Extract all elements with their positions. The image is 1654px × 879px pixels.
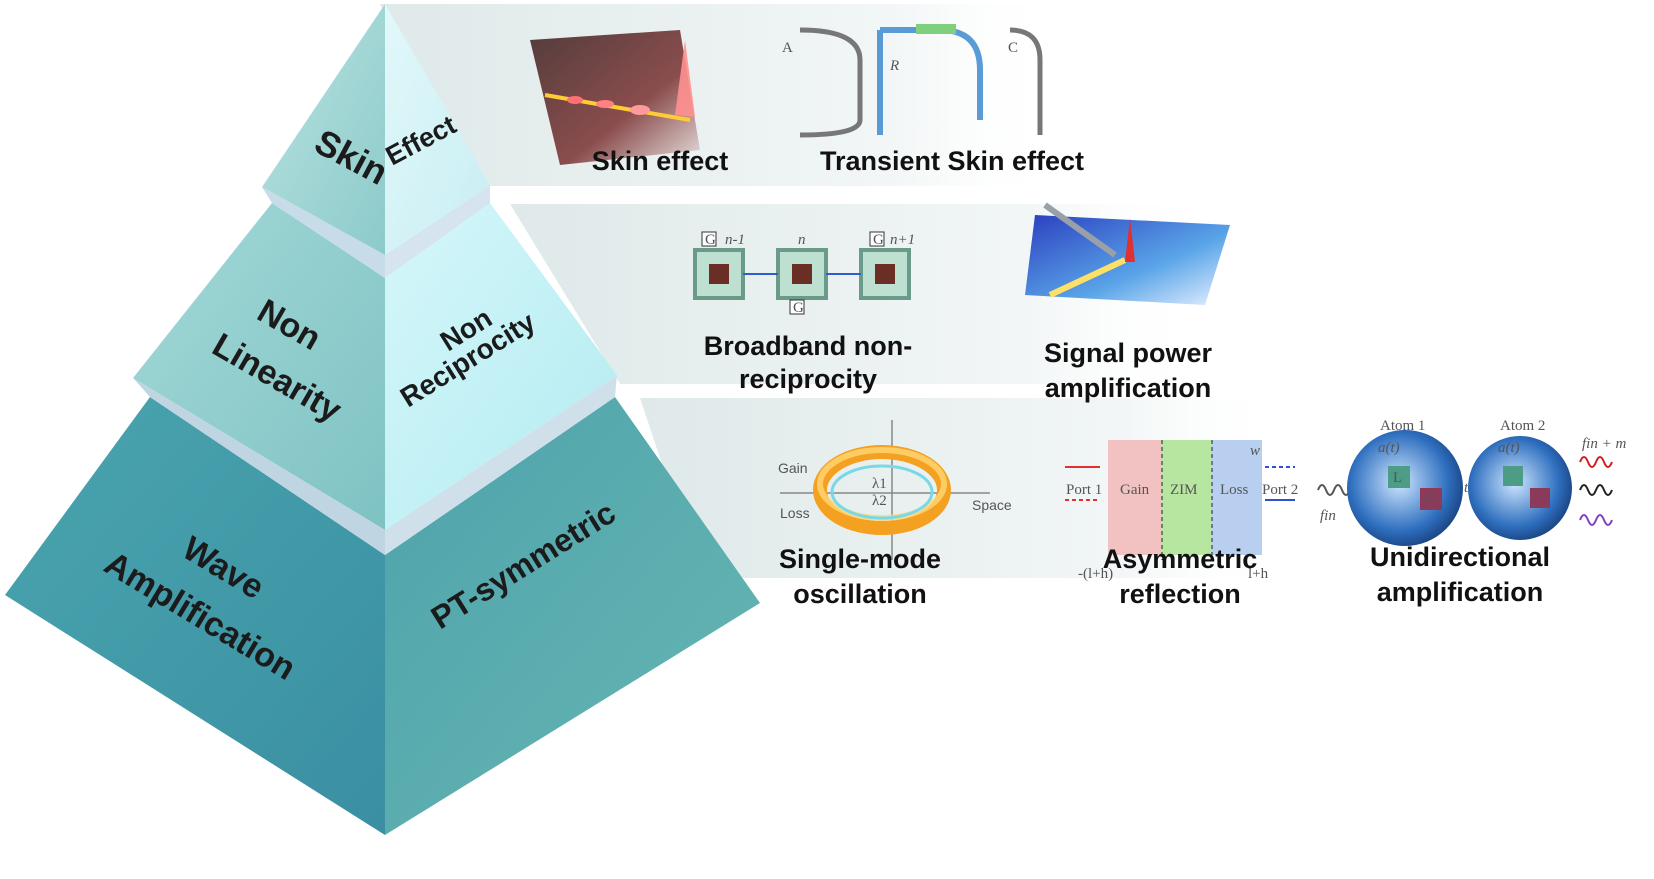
caption-unidirectional-1: Unidirectional (1370, 542, 1550, 572)
transient-skin-image: A C R (782, 24, 1043, 138)
atom-label-G: G (1425, 492, 1436, 508)
ring-label-l2: λ2 (872, 493, 887, 509)
slab-label-loss: Loss (1220, 482, 1249, 498)
pyramid-middle-tier (133, 203, 617, 530)
caption-broadband-1: Broadband non- (704, 331, 912, 361)
ring-label-gain: Gain (778, 460, 808, 476)
caption-single-mode-2: oscillation (793, 579, 927, 609)
caption-signal-1: Signal power (1044, 338, 1213, 368)
slab-label-port1: Port 1 (1066, 482, 1102, 498)
slab-label-right: l+h (1248, 566, 1269, 582)
ring-label-loss: Loss (780, 505, 810, 521)
caption-transient-skin: Transient Skin effect (820, 146, 1084, 176)
atom-label-fout: fin + m (1582, 436, 1626, 452)
pyramid-bottom-tier (5, 397, 760, 835)
pyramid-top-tier (262, 4, 490, 255)
band-middle (510, 204, 1200, 384)
slab-label-gain: Gain (1120, 482, 1150, 498)
circuit-label-n-minus: n-1 (725, 232, 745, 248)
caption-single-mode-1: Single-mode (779, 544, 941, 574)
slab-label-w: w (1250, 443, 1260, 459)
signal-power-image (1025, 202, 1230, 305)
broadband-circuit-image: G G G n-1 n n+1 (693, 231, 915, 316)
single-mode-ring-image: Gain Loss Space λ1 λ2 (778, 420, 1012, 560)
unidirectional-atoms-image: Atom 1 Atom 2 a(t) a(t) L G t fin fin + … (1317, 418, 1626, 546)
slab-label-zim: ZIM (1170, 482, 1198, 498)
ring-label-space: Space (972, 497, 1012, 513)
caption-unidirectional-2: amplification (1377, 577, 1544, 607)
skin-effect-image (530, 30, 700, 165)
skin-label-C: C (1008, 40, 1018, 56)
circuit-label-n: n (798, 232, 806, 248)
skin-label-A: A (782, 40, 793, 56)
caption-broadband-2: reciprocity (739, 364, 877, 394)
caption-asymmetric-2: reflection (1119, 579, 1241, 609)
atom-label-2: Atom 2 (1500, 418, 1545, 434)
atom-label-1: Atom 1 (1380, 418, 1425, 434)
circuit-label-G2: G (793, 300, 804, 316)
circuit-label-n-plus: n+1 (890, 232, 915, 248)
atom-label-at-2: a(t) (1498, 440, 1520, 456)
caption-skin-effect: Skin effect (592, 146, 729, 176)
ring-label-l1: λ1 (872, 476, 887, 492)
asymmetric-slab-image: Port 1 Gain ZIM Loss Port 2 w -(l+h) l+h (1065, 440, 1298, 582)
slab-label-left: -(l+h) (1078, 566, 1113, 582)
caption-signal-2: amplification (1045, 373, 1212, 403)
atom-label-L: L (1393, 470, 1402, 486)
atom-label-at-1: a(t) (1378, 440, 1400, 456)
skin-label-R: R (889, 58, 899, 74)
slab-label-port2: Port 2 (1262, 482, 1298, 498)
atom-label-fin: fin (1320, 508, 1336, 524)
circuit-label-G3: G (873, 232, 884, 248)
circuit-label-G1: G (705, 232, 716, 248)
caption-asymmetric-1: Asymmetric (1103, 544, 1258, 574)
atom-label-t: t (1464, 480, 1469, 496)
